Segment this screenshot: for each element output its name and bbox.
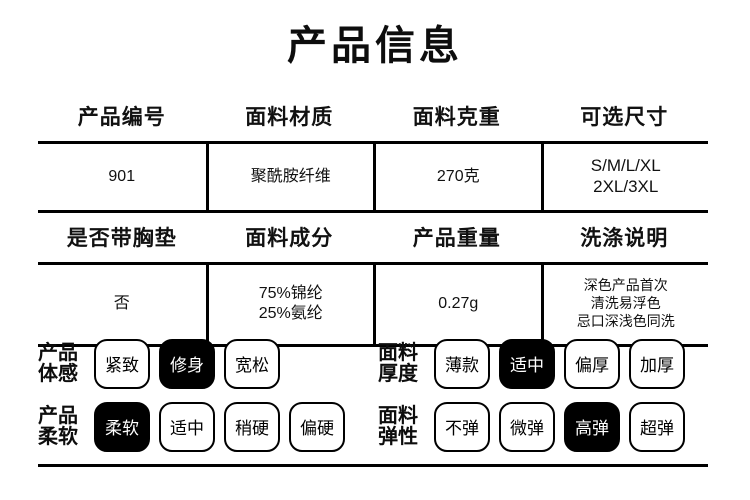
chip-body-feel-2[interactable]: 宽松 — [224, 338, 280, 389]
spec-value-composition: 75%锦纶 25%氨纶 — [205, 265, 374, 345]
chip-thickness-1[interactable]: 适中 — [499, 338, 555, 389]
spec-value-text: 75%锦纶 — [258, 284, 323, 302]
spec-value-text: 25%氨纶 — [258, 305, 323, 323]
spec-header-wash-instructions: 洗涤说明 — [541, 213, 709, 262]
table-divider-rule — [38, 210, 708, 214]
chip-elasticity-3[interactable]: 超弹 — [629, 401, 685, 452]
page-title: 产品信息 — [287, 24, 463, 68]
spec-header-label: 洗涤说明 — [580, 227, 669, 251]
attribute-label-line: 柔软 — [38, 425, 78, 448]
attribute-group-body-feel: 产品 体感 紧致 修身 宽松 — [38, 338, 378, 389]
spec-header-row-1: 产品编号 面料材质 面料克重 可选尺寸 — [38, 92, 708, 141]
attribute-row-2: 产品 柔软 柔软 适中 稍硬 偏硬 面料 弹性 不弹 微弹 高弹 — [38, 395, 708, 458]
attribute-label-softness: 产品 柔软 — [38, 406, 90, 447]
spec-value-fabric-weight: 270克 — [373, 144, 541, 211]
chip-thickness-2[interactable]: 偏厚 — [564, 338, 620, 389]
spec-header-label: 产品重量 — [412, 227, 501, 251]
spec-value-text: 清洗易浮色 — [590, 295, 661, 312]
attribute-row-1: 产品 体感 紧致 修身 宽松 面料 厚度 薄款 适中 偏厚 加厚 — [38, 332, 708, 395]
attribute-label-thickness: 面料 厚度 — [378, 343, 430, 384]
spec-value-row-2: 否 75%锦纶 25%氨纶 0.27g 深色产品首次 清洗易浮色 忌口深浅色同洗 — [38, 265, 709, 345]
spec-header-fabric-weight: 面料克重 — [373, 92, 541, 141]
chip-list-body-feel: 紧致 修身 宽松 — [94, 338, 280, 389]
attribute-label-line: 体感 — [38, 362, 78, 385]
attribute-group-thickness: 面料 厚度 薄款 适中 偏厚 加厚 — [378, 338, 708, 389]
attribute-label-line: 面料 — [378, 342, 418, 365]
spec-value-sizes: S/M/L/XL 2XL/3XL — [540, 144, 709, 211]
spec-value-text: 聚酰胺纤维 — [250, 167, 331, 185]
spec-value-text: 忌口深浅色同洗 — [576, 313, 675, 330]
spec-header-label: 是否带胸垫 — [66, 227, 177, 251]
spec-value-text: 2XL/3XL — [593, 176, 659, 196]
chip-body-feel-0[interactable]: 紧致 — [94, 338, 150, 389]
chip-list-softness: 柔软 适中 稍硬 偏硬 — [94, 401, 345, 452]
chip-list-elasticity: 不弹 微弹 高弹 超弹 — [434, 401, 685, 452]
attribute-selectors: 产品 体感 紧致 修身 宽松 面料 厚度 薄款 适中 偏厚 加厚 — [38, 332, 708, 458]
bottom-rule — [38, 464, 708, 467]
table-divider-rule — [38, 262, 708, 266]
spec-header-label: 可选尺寸 — [580, 106, 669, 129]
attribute-label-body-feel: 产品 体感 — [38, 343, 90, 384]
spec-value-fabric-material: 聚酰胺纤维 — [205, 144, 374, 211]
chip-elasticity-0[interactable]: 不弹 — [434, 401, 490, 452]
chip-body-feel-1[interactable]: 修身 — [159, 338, 215, 389]
attribute-label-line: 弹性 — [378, 425, 418, 448]
spec-header-label: 面料成分 — [245, 227, 334, 251]
spec-header-label: 面料材质 — [245, 106, 334, 129]
spec-header-row-2: 是否带胸垫 面料成分 产品重量 洗涤说明 — [38, 213, 708, 262]
spec-value-row-1: 901 聚酰胺纤维 270克 S/M/L/XL 2XL/3XL — [38, 144, 709, 211]
spec-value-text: 0.27g — [438, 295, 479, 313]
attribute-label-elasticity: 面料 弹性 — [378, 406, 430, 447]
chip-elasticity-1[interactable]: 微弹 — [499, 401, 555, 452]
table-divider-rule — [38, 344, 708, 348]
spec-header-fabric-material: 面料材质 — [206, 92, 374, 141]
spec-value-text: 否 — [113, 295, 130, 313]
chip-thickness-3[interactable]: 加厚 — [629, 338, 685, 389]
spec-value-text: 270克 — [436, 167, 480, 185]
attribute-label-line: 厚度 — [378, 362, 418, 385]
attribute-group-elasticity: 面料 弹性 不弹 微弹 高弹 超弹 — [378, 401, 708, 452]
spec-header-product-no: 产品编号 — [38, 92, 206, 141]
table-divider-rule — [38, 141, 708, 144]
spec-value-text: 901 — [108, 167, 136, 185]
spec-value-product-no: 901 — [38, 144, 206, 210]
spec-value-product-weight: 0.27g — [373, 265, 541, 345]
spec-header-bra-pad: 是否带胸垫 — [38, 213, 206, 262]
spec-header-label: 面料克重 — [412, 106, 501, 129]
attribute-label-line: 产品 — [38, 405, 78, 428]
spec-header-label: 产品编号 — [77, 106, 166, 129]
attribute-label-line: 面料 — [378, 405, 418, 428]
chip-softness-0[interactable]: 柔软 — [94, 401, 150, 452]
spec-header-composition: 面料成分 — [206, 213, 374, 262]
chip-thickness-0[interactable]: 薄款 — [434, 338, 490, 389]
spec-value-text: S/M/L/XL — [590, 156, 661, 175]
attribute-label-line: 产品 — [38, 342, 78, 365]
chip-softness-2[interactable]: 稍硬 — [224, 401, 280, 452]
spec-value-bra-pad: 否 — [38, 265, 206, 344]
spec-value-text: 深色产品首次 — [583, 277, 668, 294]
chip-softness-1[interactable]: 适中 — [159, 401, 215, 452]
spec-value-wash-instructions: 深色产品首次 清洗易浮色 忌口深浅色同洗 — [540, 265, 709, 345]
chip-elasticity-2[interactable]: 高弹 — [564, 401, 620, 452]
chip-list-thickness: 薄款 适中 偏厚 加厚 — [434, 338, 685, 389]
spec-header-sizes: 可选尺寸 — [541, 92, 709, 141]
attribute-group-softness: 产品 柔软 柔软 适中 稍硬 偏硬 — [38, 401, 378, 452]
spec-header-product-weight: 产品重量 — [373, 213, 541, 262]
chip-softness-3[interactable]: 偏硬 — [289, 401, 345, 452]
spec-table: 产品编号 面料材质 面料克重 可选尺寸 901 聚酰胺纤维 270克 — [38, 92, 709, 348]
